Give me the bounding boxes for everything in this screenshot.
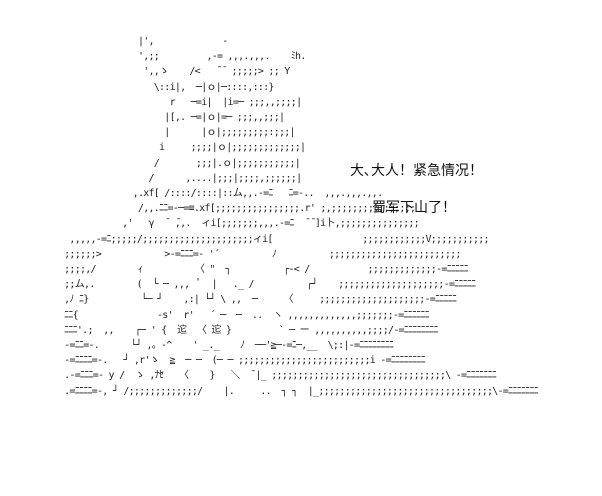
ascii-art-line: .-=ﾆﾆﾆ=- y / ゝ ,ﾅｾ 〈 } ＼ ¯|_ ;;;;;;;;;;;…: [64, 370, 497, 382]
ascii-art-line: \::i|, ─|ｏ|─::::,:::}: [153, 81, 275, 93]
ascii-art-line: -=ﾆﾆ=-. └┘ ,。-^ ' _._ ﾉ ──'≧─-=ﾆ─,__ \;:…: [64, 340, 394, 352]
dialogue-line-2: 蜀军下山了！: [372, 200, 456, 216]
ascii-art-line: -=ﾆﾆﾆﾆ=-. ┘ ,r'ゝ ≧ ─ ─ (─ ─ ;;;;;;;;;;;;…: [64, 355, 425, 367]
ascii-art-line: /,,.ﾆﾆ=-─=≡.xf[;;;;;;;;;;;;;;;;.r' ;,;;;…: [137, 203, 416, 215]
ascii-art-line: ,.xf[ /::::/::::|::ム,,.-=ﾆ ﾆ=-.. ,,,.,,,…: [132, 188, 383, 200]
ascii-art-line: ',,ゝ /< ̄ ̄ ;;;;;> ;; Y: [143, 66, 290, 78]
ascii-art-line: ,,,,,-=ﾆ;;;;;/;;;;;;;;;;;;;;;;;;;;;ィi[ ;…: [69, 233, 489, 245]
ascii-art-line: ,' γ ̄ ̄,,. ィi[;;;;;;;,,,.-=ﾆ ̄ ̄ ]i卜,;;…: [122, 218, 420, 230]
ascii-art-line: / ;;;|.ｏ|;;;;;;;;;;;|: [153, 157, 301, 169]
ascii-art-line: ;;ム,. ( └ ─ ,,, ﾟ | ._ / ┌┘ ;;;;;;;;;;;;…: [64, 279, 476, 291]
ascii-art-line: ,ﾉ ﾆ} └─ ┘ ,:| └┘ \ ,, ─ 〈 ;;;;;;;;;;;;;…: [64, 294, 457, 306]
ascii-art-line: .=ﾆﾆﾆﾆ=-, ┘ /;;;;;;;;;;;;;/ |. .. ┐ ┐ |_…: [64, 385, 538, 397]
ascii-art-figure: |', - ',;; ,-= ,,,.,,,. ﾐh. ',,ゝ /< ̄ ̄ …: [22, 34, 538, 399]
ascii-art-line: ﾆﾆ{ ‐s' r' ´ ─ ─ .. ヽ ,,,,,,,,,,,,,;;;;;…: [64, 309, 430, 321]
ascii-art-line: ',;; ,-= ,,,.,,,. ﾐh.: [137, 51, 306, 63]
ascii-art-line: ;;;;,/ ｨ 〈 " ┐ ┌‐< / ;;;;;;;;;;;;;-=ﾆﾆﾆﾆ…: [64, 264, 468, 276]
ascii-art-line: |', -: [137, 36, 228, 47]
ascii-art-line: |[,. ─=|ｏ|=─ ;;;,,;;;|: [164, 112, 285, 124]
ascii-art-line: ﾆﾆﾆ'.; ,, ┌─ ' { 迱 〈 迱 } ` ─ ー ,,,,,,,,,…: [64, 324, 438, 336]
ascii-art-line: ;;;;;;> >-=ﾆﾆﾆ=- '´ ﾉ ;;;;;;;;;;;;;;;;;;…: [64, 248, 461, 260]
ascii-art-line: i ;;;;|ｏ|;;;;;;;;;;;;;|: [159, 142, 306, 154]
ascii-art-line: r ─=i| |i=─ ;;;,,;;;;|: [169, 96, 303, 108]
ascii-art-line: / ,....|;;;|;;;;,;;;;;;|: [148, 172, 302, 184]
dialogue-line-1: 大､大人！紧急情况！: [350, 163, 483, 179]
ascii-art-line: | |ｏ|;;;;;;;;;:;;;|: [164, 127, 295, 139]
